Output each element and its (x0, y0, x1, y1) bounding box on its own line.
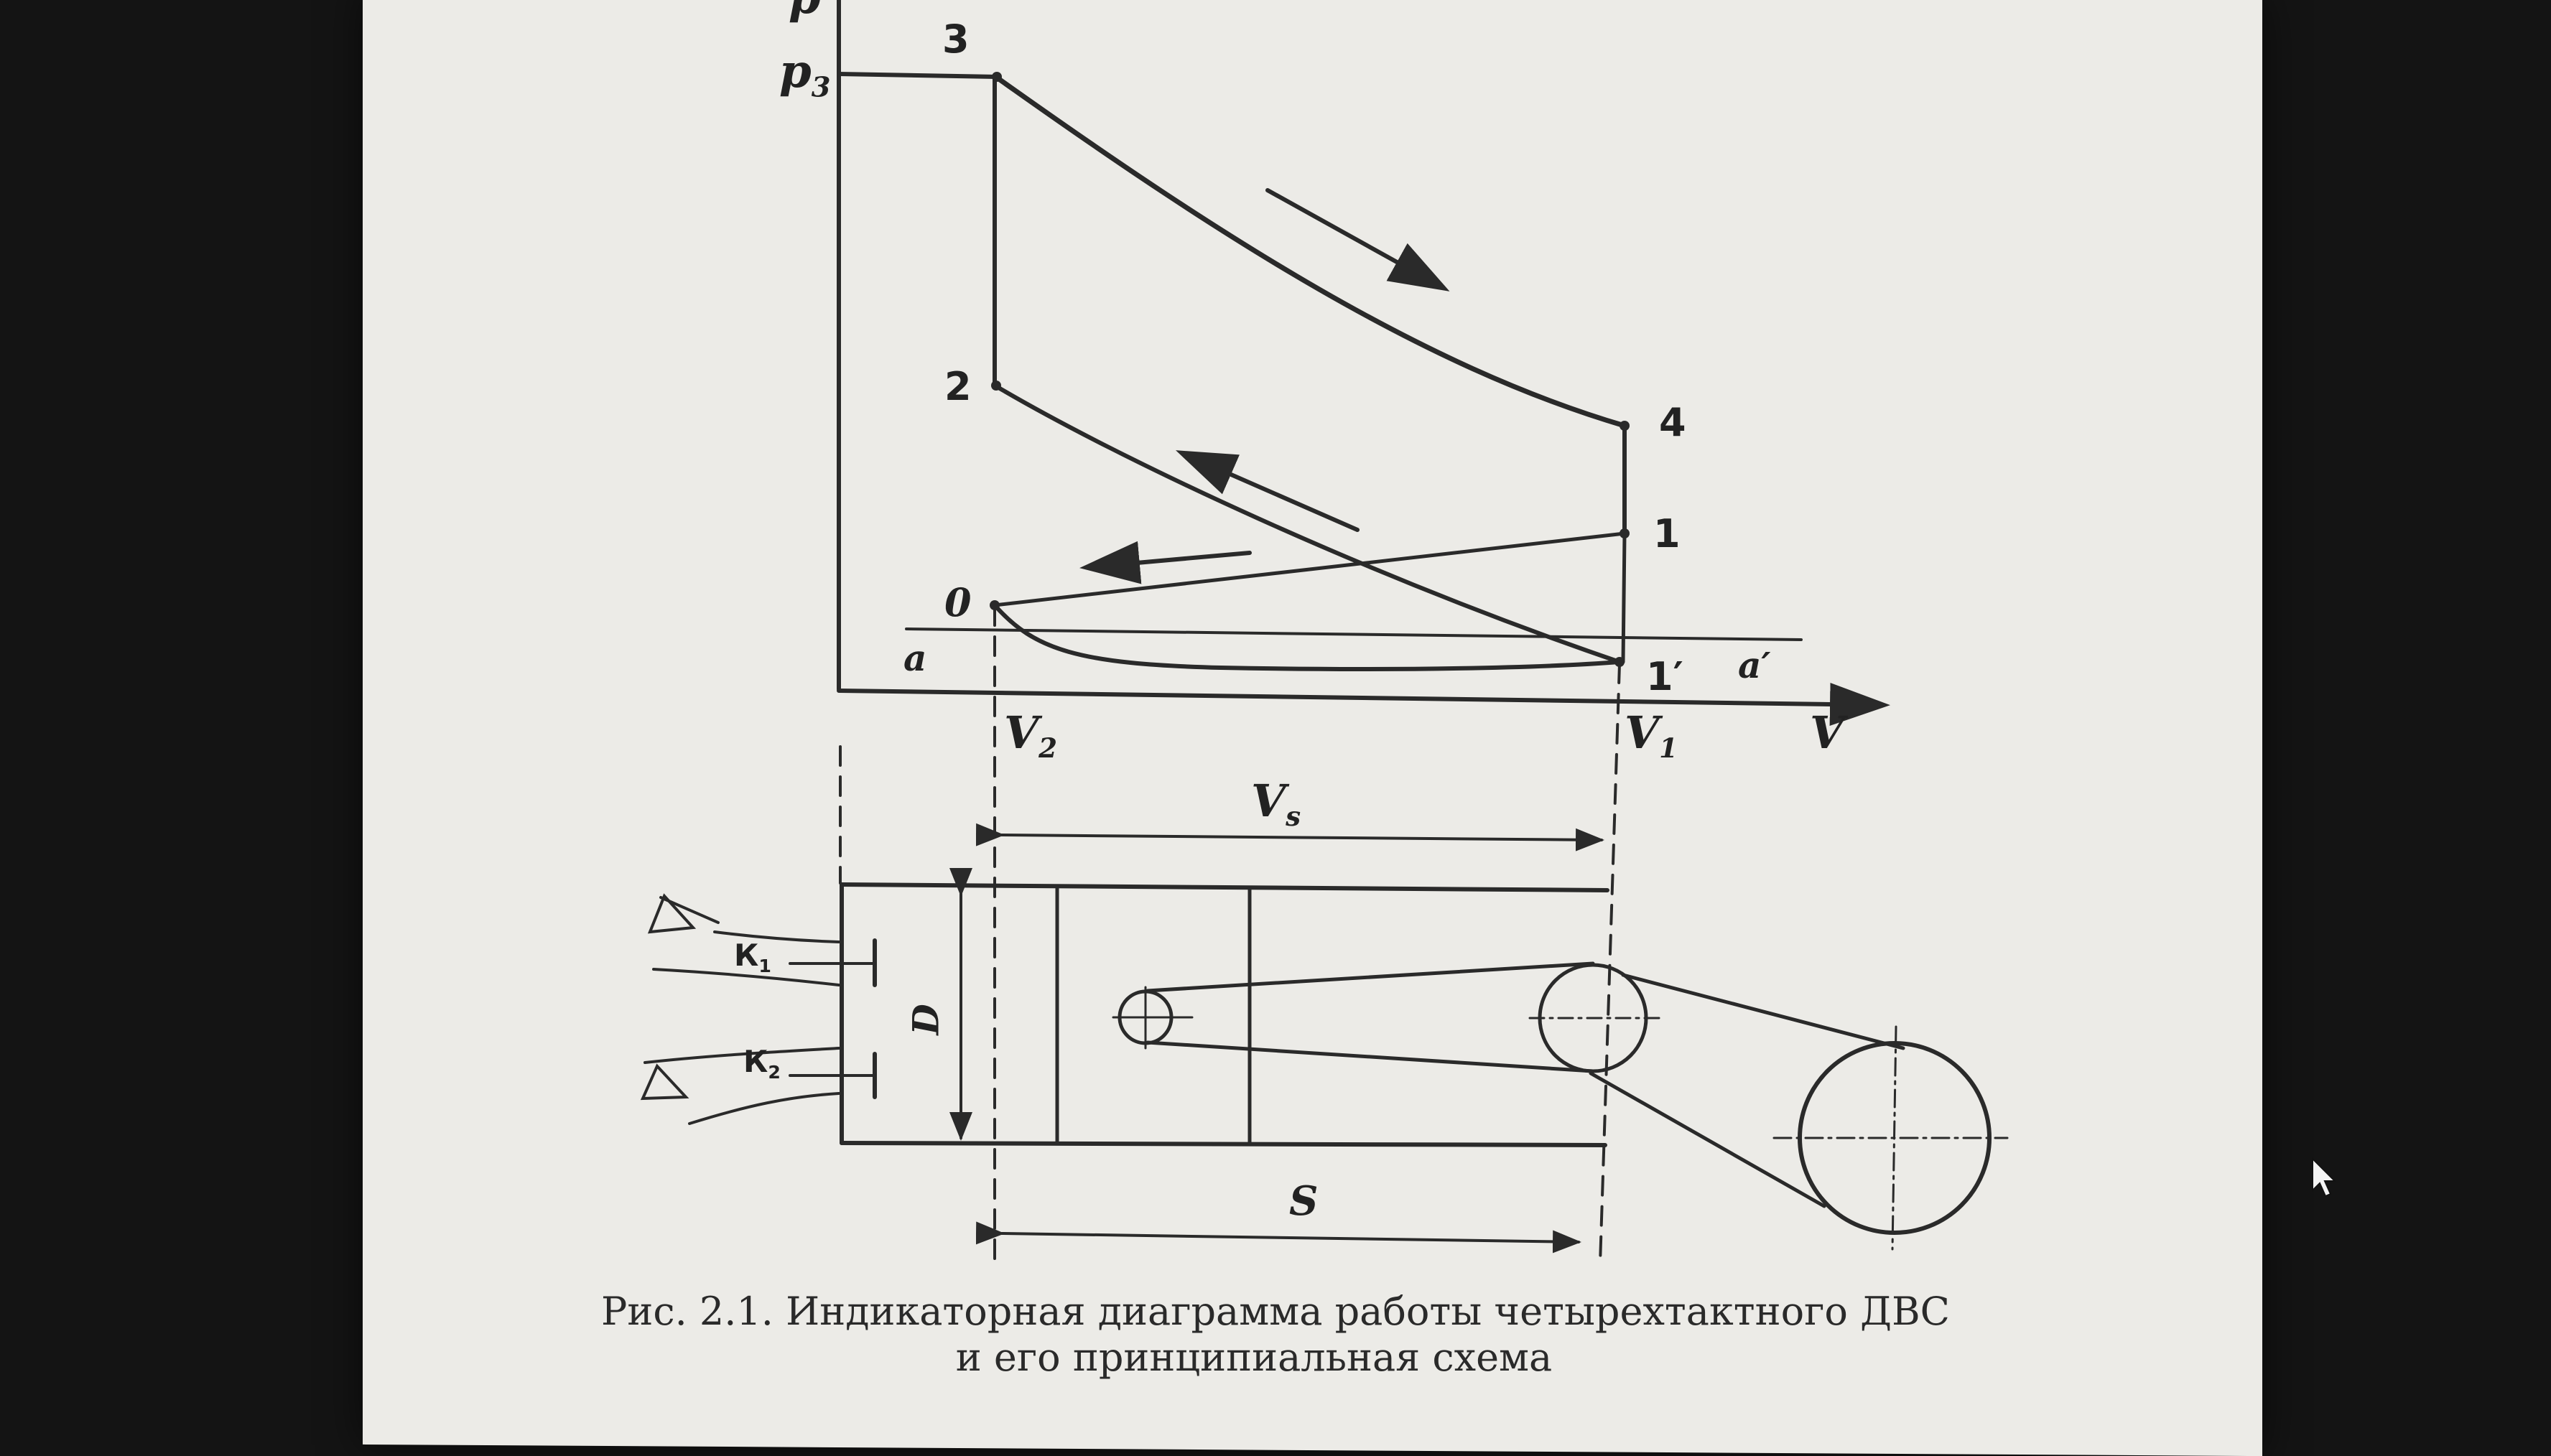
label-v1: V1 (1625, 706, 1678, 765)
label-k1: К1 (734, 938, 771, 976)
v1-projection-line (1599, 663, 1621, 1265)
label-p-axis: p (789, 0, 821, 21)
cylinder-top-wall (840, 882, 1609, 892)
compression-curve-1prime-2 (994, 384, 1622, 664)
label-point-0: 0 (944, 579, 972, 625)
label-point-aprime: a′ (1738, 644, 1771, 686)
label-point-1prime: 1′ (1646, 654, 1683, 699)
caption-line-2: и его принципиальная схема (955, 1335, 1553, 1380)
exhaust-arrow (1079, 541, 1252, 584)
compression-arrow (1176, 450, 1360, 532)
label-vs: Vs (1251, 775, 1301, 833)
label-point-1: 1 (1653, 511, 1681, 556)
mouse-cursor-icon (2312, 1157, 2337, 1198)
cylinder-bottom-wall (840, 1141, 1607, 1147)
label-bore-d: D (904, 1004, 947, 1035)
expansion-arrow (1265, 188, 1450, 291)
label-point-3: 3 (942, 17, 970, 62)
vertical-1-1prime (1621, 533, 1627, 664)
label-point-2: 2 (944, 364, 972, 409)
label-v-axis: V (1810, 706, 1845, 759)
intake-curve-0-1prime (993, 603, 1622, 671)
label-p3: p3 (779, 45, 831, 104)
point-0-dot (990, 600, 1000, 610)
vs-dimension-line (975, 823, 1604, 851)
label-point-a: a (903, 637, 927, 679)
point-1-dot (1620, 528, 1630, 538)
exhaust-direction-icon (640, 1063, 689, 1101)
point-2-dot (991, 381, 1001, 391)
point-3-dot (992, 72, 1002, 82)
stroke-dimension-line (975, 1221, 1581, 1254)
label-stroke-s: S (1289, 1177, 1319, 1225)
intake-port-upper (652, 968, 840, 986)
exhaust-port-upper (643, 1047, 840, 1064)
label-v2: V2 (1004, 706, 1057, 765)
caption-line-1: Рис. 2.1. Индикаторная диаграмма работы … (601, 1289, 1950, 1334)
crank-web-top (1621, 973, 1905, 1050)
point-4-dot (1620, 421, 1630, 431)
rod-top-edge (1146, 961, 1595, 993)
intake-pipe-lower (713, 930, 840, 943)
exhaust-stroke-line-1-0 (993, 531, 1627, 607)
p3-level-line (837, 72, 999, 79)
atmospheric-line (905, 627, 1803, 641)
label-k2: К2 (743, 1044, 781, 1083)
expansion-curve-3-4 (994, 75, 1627, 429)
intake-direction-icon (647, 893, 697, 934)
figure-caption: Рис. 2.1. Индикаторная диаграмма работы … (0, 1289, 2551, 1381)
v-axis (837, 683, 1890, 727)
exhaust-pipe-lower (688, 1092, 840, 1125)
label-point-4: 4 (1659, 400, 1686, 445)
point-1prime-dot (1614, 657, 1625, 667)
crankshaft-centerline-v (1891, 1025, 1897, 1251)
crank-web-bottom (1589, 1071, 1826, 1208)
rod-bottom-edge (1146, 1040, 1595, 1073)
